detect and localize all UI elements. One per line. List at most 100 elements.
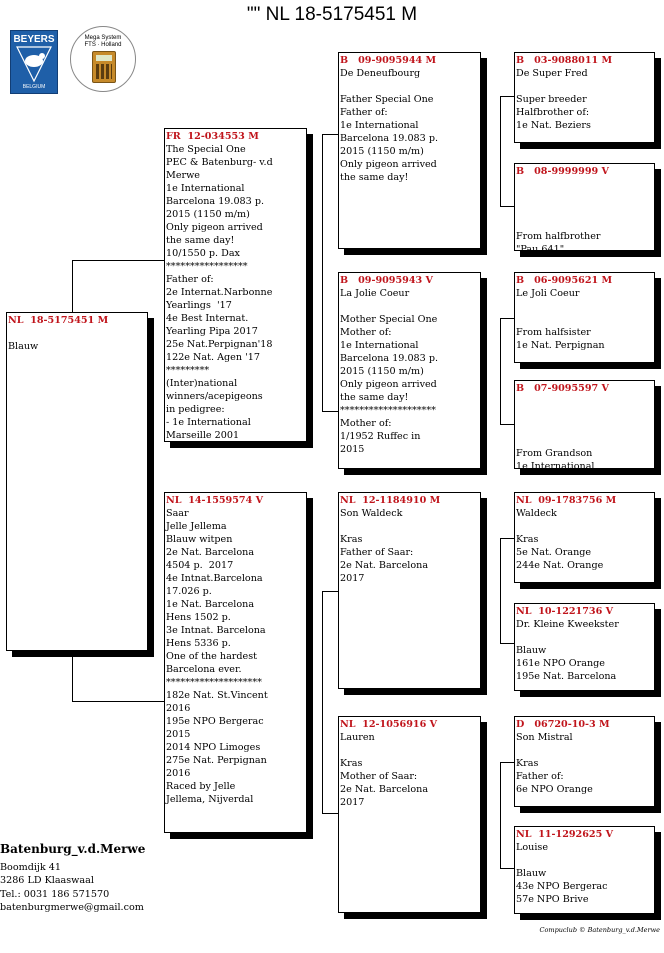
ring-number: B 06-9095621 M [516,275,613,286]
pedigree-line: 1e Nat. Perpignan [516,340,605,351]
pedigree-line: 25e Nat.Perpignan'18 [166,339,273,350]
connector [72,260,166,261]
mega-system-line1: Mega System [84,35,122,41]
ring-number: NL 11-1292625 V [516,829,614,840]
pedigree-line [339,744,480,757]
breeder-info: Batenburg_v.d.Merwe Boomdijk 41 3286 LD … [0,842,146,915]
pedigree-line: Mother of: [340,418,392,429]
connector [72,701,166,702]
pedigree-line: 2017 [340,797,365,808]
pedigree-line: From halfsister [516,327,591,338]
connector [322,591,323,814]
pedigree-line: 1e International [340,340,419,351]
pedigree-line: Louise [516,842,548,853]
breeder-name: Batenburg_v.d.Merwe [0,842,146,856]
ring-number: D 06720-10-3 M [516,719,610,730]
pedigree-line: Mother Special One [340,314,438,325]
pedigree-line [515,313,654,326]
pedigree-line [515,434,654,447]
pedigree-line: Merwe [166,170,200,181]
pedigree-box-ssd: B 08-9999999 V From halfbrother"Pau 641" [514,163,655,251]
ring-number: FR 12-034553 M [166,131,259,142]
ring-number: NL 14-1559574 V [166,495,264,506]
pedigree-line: 1e International [516,461,595,469]
pedigree-line: 275e Nat. Perpignan [166,755,267,766]
connector [322,813,338,814]
pigeon-icon [16,46,52,83]
pedigree-line: "Pau 641" [516,244,565,251]
connector [500,206,514,207]
pedigree-line: Kras [340,758,363,769]
connector [500,538,514,539]
ring-number: NL 10-1221736 V [516,606,614,617]
pedigree-line: 1e Nat. Beziers [516,120,591,131]
pedigree-line: Father Special One [340,94,434,105]
pedigree-line: Father of: [516,771,564,782]
pedigree-line: Barcelona ever. [166,664,242,675]
pedigree-line: Barcelona 19.083 p. [166,196,265,207]
pedigree-line: Kras [340,534,363,545]
pedigree-line: Le Joli Coeur [516,288,580,299]
pedigree-line: From Grandson [516,448,593,459]
pedigree-line: PEC & Batenburg- v.d [166,157,273,168]
pedigree-line: the same day! [166,235,235,246]
ring-number: B 08-9999999 V [516,166,609,177]
connector [500,868,514,869]
pedigree-line: Saar [166,508,189,519]
pedigree-line: Super breeder [516,94,587,105]
pedigree-line: Blauw [8,341,39,352]
pedigree-line: 195e Nat. Barcelona [516,671,617,682]
pedigree-line: 3e Intnat. Barcelona [166,625,266,636]
pedigree-line: Only pigeon arrived [166,222,263,233]
pedigree-line: 2015 [166,729,191,740]
pedigree-line [515,631,654,644]
beyers-logo-subtext: BELGIUM [22,84,46,90]
pedigree-line: 1e Nat. Barcelona [166,599,255,610]
pedigree-line: 2e Nat. Barcelona [340,560,429,571]
connector [72,650,73,702]
pedigree-line: 2015 [340,444,365,455]
pedigree-line [515,421,654,434]
connector [500,762,501,869]
beyers-logo-text: BEYERS [13,34,55,45]
ring-number: B 09-9095943 V [340,275,433,286]
pedigree-box-subject: NL 18-5175451 M Blauw [6,312,148,651]
connector [322,591,338,592]
connector [72,260,73,312]
pedigree-line: Waldeck [516,508,557,519]
pedigree-line: 2016 [166,703,191,714]
pedigree-line: Barcelona 19.083 p. [340,133,439,144]
pedigree-line: Only pigeon arrived [340,379,437,390]
pedigree-line: Yearlings '17 [166,300,232,311]
breeder-address-street: Boomdijk 41 [0,861,61,873]
pedigree-line: Jellema, Nijverdal [166,794,254,805]
pedigree-line: (Inter)national [166,378,238,389]
pedigree-line: Son Waldeck [340,508,403,519]
pedigree-line: Barcelona 19.083 p. [340,353,439,364]
pedigree-line [515,395,654,408]
mega-system-logo: Mega System FTS · Holland [70,26,136,92]
pedigree-line: Lauren [340,732,375,743]
mega-system-line2: FTS · Holland [84,42,122,48]
pedigree-box-sds: B 06-9095621 M Le Joli Coeur From halfsis… [514,272,655,363]
pedigree-line: Blauw [516,868,547,879]
pedigree-line: 2014 NPO Limoges [166,742,261,753]
pedigree-line: 195e NPO Bergerac [166,716,264,727]
pedigree-line: ********* [166,365,210,376]
pedigree-line: 2e Nat. Barcelona [166,547,255,558]
pedigree-line: Blauw witpen [166,534,233,545]
pedigree-line: 182e Nat. St.Vincent [166,690,268,701]
pedigree-line [515,520,654,533]
pedigree-line: 4504 p. 2017 [166,560,234,571]
software-credit: Compuclub © Batenburg_v.d.Merwe [539,926,660,934]
pedigree-line [515,744,654,757]
pedigree-line: 57e NPO Brive [516,894,589,905]
pedigree-line: 1e International [340,120,419,131]
